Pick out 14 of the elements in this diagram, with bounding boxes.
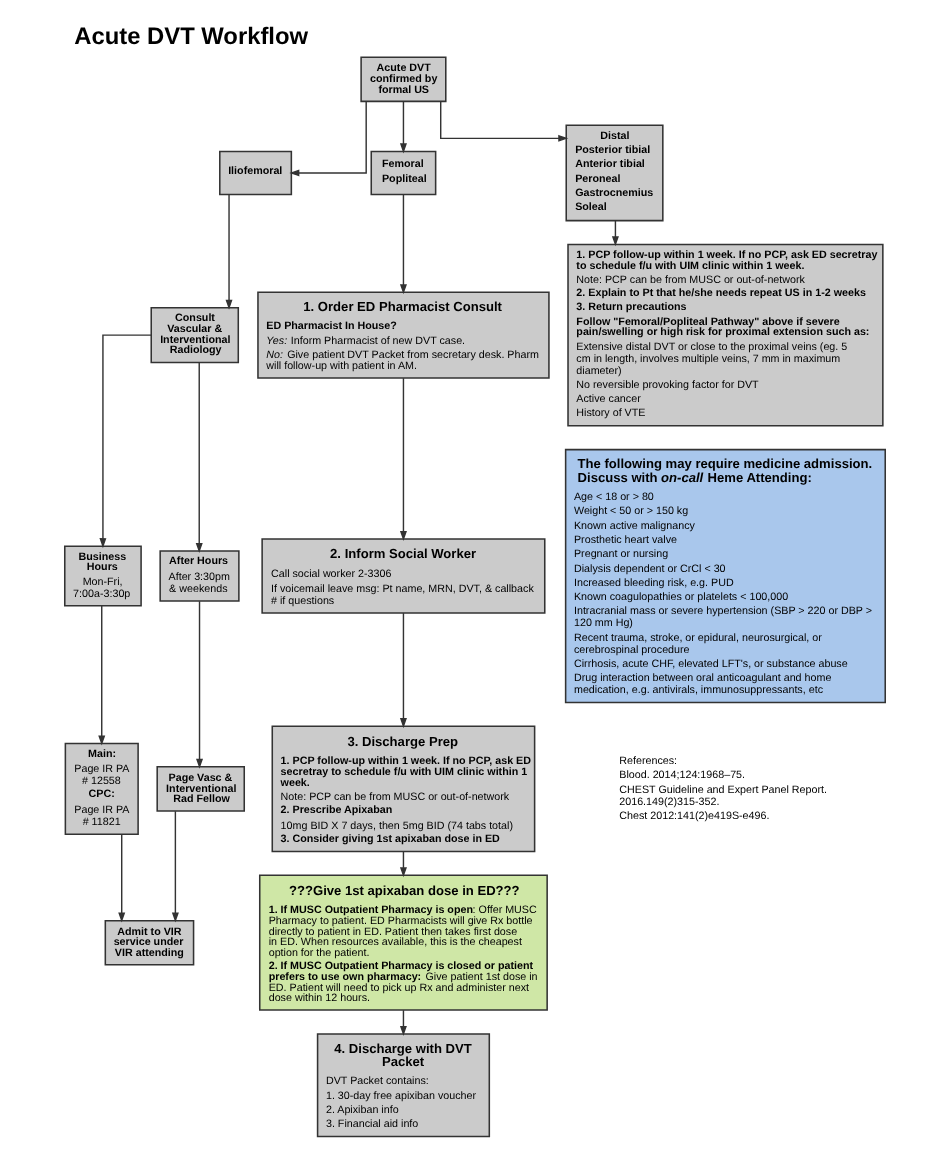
arrow [398,193,406,295]
arrow [194,362,202,554]
diagram-title: Acute DVT Workflow [73,22,308,51]
arrow [398,612,406,729]
arrow [224,193,232,310]
arrow [439,100,568,142]
arrow [398,100,406,154]
arrow [288,100,366,177]
arrow [195,600,203,769]
arrow [117,833,125,923]
arrow [170,810,178,923]
arrow [98,334,151,549]
arrow [97,605,105,746]
arrow [398,377,406,542]
